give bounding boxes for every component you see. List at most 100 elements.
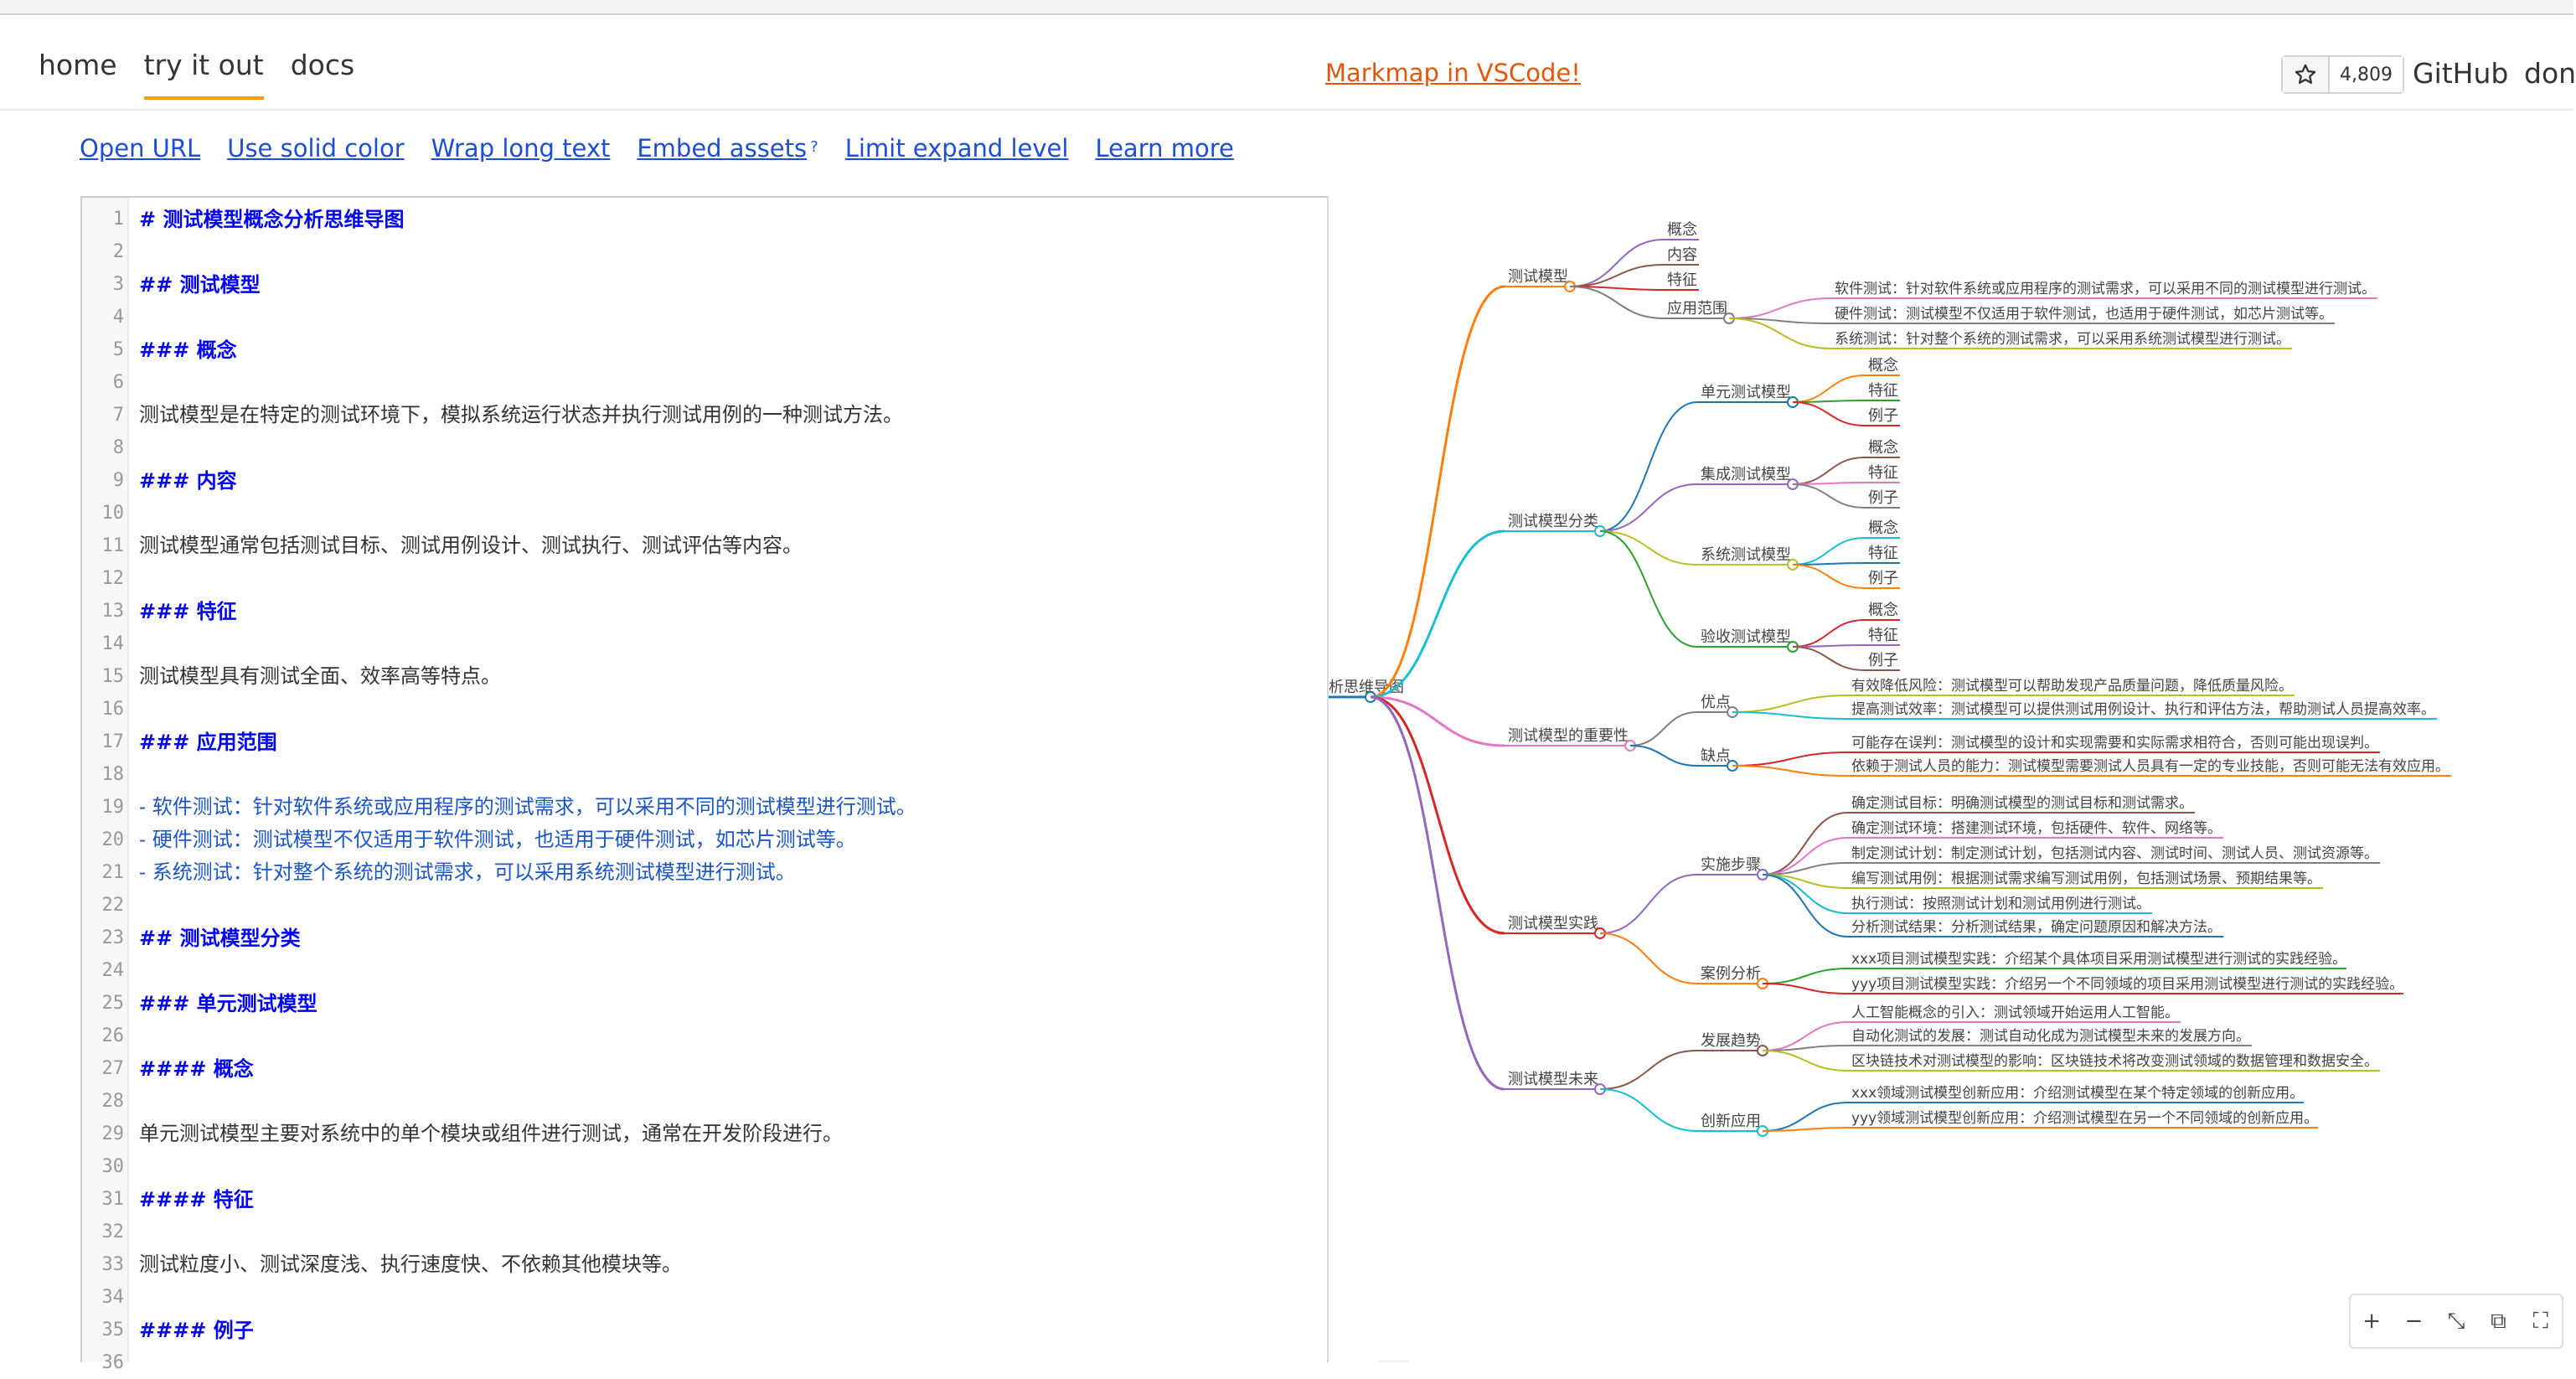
expand-level-link[interactable]: Limit expand level (844, 134, 1069, 163)
line-text[interactable]: 测试模型通常包括测试目标、测试用例设计、测试执行、测试评估等内容。 (139, 534, 803, 557)
mindmap-node[interactable]: 集成测试模型 (1701, 466, 1791, 483)
line-text[interactable]: ### 内容 (139, 468, 237, 493)
fullscreen-icon[interactable]: ⛶ (2532, 1308, 2548, 1334)
mindmap-node[interactable]: 缺点 (1701, 747, 1731, 765)
editor-line[interactable]: 22 (82, 889, 1305, 922)
editor-line[interactable]: 17### 应用范围 (82, 726, 1305, 758)
mindmap-leaf[interactable]: 执行测试：按照测试计划和测试用例进行测试。 (1851, 896, 2150, 912)
mindmap-node[interactable]: 案例分析 (1701, 965, 1761, 983)
mindmap-node[interactable]: 测试模型 (1508, 268, 1568, 286)
mindmap-node[interactable]: 优点 (1701, 694, 1731, 711)
editor-line[interactable]: 28 (82, 1085, 1305, 1118)
mindmap-leaf[interactable]: 软件测试：针对软件系统或应用程序的测试需求，可以采用不同的测试模型进行测试。 (1835, 281, 2376, 297)
editor-line[interactable]: 12 (82, 562, 1305, 595)
mindmap-node[interactable]: 创新应用 (1701, 1113, 1761, 1130)
mindmap-leaf[interactable]: 自动化测试的发展：测试自动化成为测试模型未来的发展方向。 (1851, 1028, 2250, 1045)
editor-line[interactable]: 23## 测试模型分类 (82, 922, 1305, 954)
editor-line[interactable]: 35#### 例子 (82, 1314, 1305, 1346)
mindmap-node[interactable]: 概念 (1667, 220, 1697, 239)
mindmap-leaf[interactable]: 特征 (1868, 464, 1898, 482)
mindmap-node[interactable]: 内容 (1667, 246, 1697, 264)
mindmap-leaf[interactable]: 硬件测试：测试模型不仅适用于软件测试，也适用于硬件测试，如芯片测试等。 (1835, 306, 2333, 323)
editor-line[interactable]: 5### 概念 (82, 333, 1305, 366)
mindmap-leaf[interactable]: yyy项目测试模型实践：介绍另一个不同领域的项目采用测试模型进行测试的实践经验。 (1851, 976, 2403, 993)
mindmap-panel[interactable]: 析思维导图测试模型概念内容特征应用范围软件测试：针对软件系统或应用程序的测试需求… (1327, 196, 2575, 1361)
mindmap-leaf[interactable]: 概念 (1868, 356, 1898, 374)
open-url-link[interactable]: Open URL (80, 134, 201, 163)
mindmap-leaf[interactable]: 特征 (1868, 545, 1898, 562)
mindmap-leaf[interactable]: 制定测试计划：制定测试计划，包括测试内容、测试时间、测试人员、测试资源等。 (1851, 845, 2378, 862)
mindmap-leaf[interactable]: 例子 (1868, 407, 1898, 425)
editor-line[interactable]: 31#### 特征 (82, 1183, 1305, 1216)
line-text[interactable]: #### 特征 (139, 1187, 254, 1211)
mindmap-leaf[interactable]: 例子 (1868, 652, 1898, 669)
editor-line[interactable]: 8 (82, 431, 1305, 464)
nav-home[interactable]: home (39, 49, 117, 81)
editor-line[interactable]: 16 (82, 693, 1305, 726)
editor-line[interactable]: 9### 内容 (82, 464, 1305, 497)
mindmap-leaf[interactable]: 例子 (1868, 489, 1898, 507)
nav-docs[interactable]: docs (290, 49, 355, 81)
mindmap-leaf[interactable]: 人工智能概念的引入：测试领域开始运用人工智能。 (1851, 1004, 2179, 1021)
mindmap-leaf[interactable]: 特征 (1868, 627, 1898, 644)
mindmap-node[interactable]: 单元测试模型 (1701, 384, 1791, 401)
editor-line[interactable]: 4 (82, 301, 1305, 333)
mindmap-leaf[interactable]: 可能存在误判：测试模型的设计和实现需要和实际需求相符合，否则可能出现误判。 (1851, 735, 2378, 751)
editor-line[interactable]: 2 (82, 235, 1305, 268)
nav-overflow-link[interactable]: don (2524, 57, 2576, 90)
mindmap-root[interactable]: 析思维导图 (1329, 679, 1404, 696)
editor-line[interactable]: 19- 软件测试：针对软件系统或应用程序的测试需求，可以采用不同的测试模型进行测… (82, 791, 1305, 824)
fit-icon[interactable]: ⤡ (2447, 1308, 2465, 1334)
star-icon[interactable] (2283, 57, 2330, 92)
embed-assets-link[interactable]: Embed assets (637, 134, 808, 163)
line-text[interactable]: - 系统测试：针对整个系统的测试需求，可以采用系统测试模型进行测试。 (139, 860, 796, 884)
mindmap-leaf[interactable]: 提高测试效率：测试模型可以提供测试用例设计、执行和评估方法，帮助测试人员提高效率… (1851, 701, 2435, 718)
mindmap-leaf[interactable]: 分析测试结果：分析测试结果，确定问题原因和解决方法。 (1851, 919, 2222, 936)
line-text[interactable]: 测试模型具有测试全面、效率高等特点。 (139, 664, 501, 688)
mindmap-node[interactable]: 特征 (1667, 271, 1697, 289)
line-text[interactable]: 测试粒度小、测试深度浅、执行速度快、不依赖其他模块等。 (139, 1252, 682, 1276)
mindmap-leaf[interactable]: 确定测试目标：明确测试模型的测试目标和测试需求。 (1851, 795, 2193, 812)
editor-line[interactable]: 21- 系统测试：针对整个系统的测试需求，可以采用系统测试模型进行测试。 (82, 856, 1305, 889)
zoom-out-icon[interactable]: − (2404, 1309, 2424, 1334)
mindmap-leaf[interactable]: 编写测试用例：根据测试需求编写测试用例，包括测试场景、预期结果等。 (1851, 870, 2321, 887)
editor-line[interactable]: 18 (82, 758, 1305, 791)
mindmap-leaf[interactable]: 概念 (1868, 601, 1898, 619)
editor-line[interactable]: 1# 测试模型概念分析思维导图 (82, 203, 1305, 235)
editor-line[interactable]: 24 (82, 954, 1305, 987)
editor-line[interactable]: 25### 单元测试模型 (82, 987, 1305, 1020)
line-text[interactable]: ## 测试模型 (139, 272, 261, 297)
line-text[interactable]: - 软件测试：针对软件系统或应用程序的测试需求，可以采用不同的测试模型进行测试。 (139, 795, 916, 819)
line-text[interactable]: - 硬件测试：测试模型不仅适用于软件测试，也适用于硬件测试，如芯片测试等。 (139, 828, 856, 851)
editor-line[interactable]: 27#### 概念 (82, 1052, 1305, 1085)
editor-line[interactable]: 30 (82, 1150, 1305, 1183)
mindmap-canvas[interactable]: 析思维导图测试模型概念内容特征应用范围软件测试：针对软件系统或应用程序的测试需求… (1329, 196, 2575, 1361)
editor-line[interactable]: 14 (82, 628, 1305, 660)
help-icon[interactable]: ? (810, 137, 818, 156)
zoom-in-icon[interactable]: + (2362, 1309, 2382, 1334)
mindmap-leaf[interactable]: 系统测试：针对整个系统的测试需求，可以采用系统测试模型进行测试。 (1835, 331, 2290, 348)
mindmap-node[interactable]: 测试模型分类 (1508, 513, 1598, 530)
mindmap-node[interactable]: 应用范围 (1667, 300, 1727, 318)
line-text[interactable]: ### 单元测试模型 (139, 991, 317, 1015)
line-text[interactable]: ### 特征 (139, 599, 237, 623)
editor-line[interactable]: 32 (82, 1216, 1305, 1248)
line-text[interactable]: ### 应用范围 (139, 730, 277, 754)
star-count[interactable]: 4,809 (2330, 57, 2403, 92)
mindmap-leaf[interactable]: 区块链技术对测试模型的影响：区块链技术将改变测试领域的数据管理和数据安全。 (1851, 1053, 2378, 1070)
nav-try-it-out[interactable]: try it out (143, 49, 264, 100)
github-link[interactable]: GitHub (2413, 57, 2509, 90)
line-text[interactable]: # 测试模型概念分析思维导图 (139, 207, 405, 231)
toggle-recursive-icon[interactable]: ⧉ (2491, 1308, 2506, 1334)
mindmap-leaf[interactable]: 概念 (1868, 438, 1898, 457)
learn-more-link[interactable]: Learn more (1095, 134, 1234, 163)
solid-color-link[interactable]: Use solid color (227, 134, 405, 163)
mindmap-node[interactable]: 测试模型实践 (1508, 915, 1598, 932)
mindmap-node[interactable]: 测试模型未来 (1508, 1071, 1598, 1088)
editor-line[interactable]: 20- 硬件测试：测试模型不仅适用于软件测试，也适用于硬件测试，如芯片测试等。 (82, 824, 1305, 856)
mindmap-leaf[interactable]: 确定测试环境：搭建测试环境，包括硬件、软件、网络等。 (1851, 820, 2222, 837)
